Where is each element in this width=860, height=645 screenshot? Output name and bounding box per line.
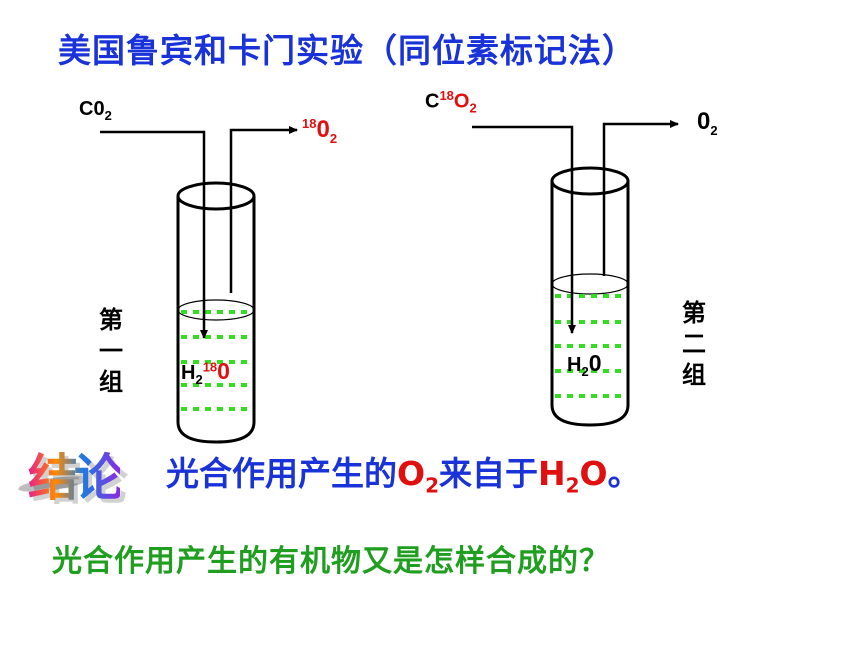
- left-liquid-surface: [177, 299, 255, 321]
- right-outlet-tube: [602, 120, 679, 276]
- right-test-tube: [550, 166, 630, 427]
- right-liquid-surface: [551, 273, 629, 295]
- conclusion-badge: 结论 结论: [17, 438, 162, 511]
- right-water-lines: [555, 294, 625, 398]
- badge-text: 结论: [28, 438, 124, 510]
- right-input-label: C18O2: [425, 88, 477, 116]
- page-title: 美国鲁宾和卡门实验（同位素标记法）: [58, 31, 636, 70]
- left-output-label: 1802: [302, 116, 338, 146]
- badge-shadow: 结论: [32, 442, 128, 514]
- left-input-label: C02: [79, 98, 112, 123]
- left-liquid-label: H2180: [181, 358, 230, 387]
- group-two-label: 第 二 组: [682, 299, 706, 389]
- left-outlet-tube: [229, 126, 298, 293]
- group-one-label: 第 一 组: [99, 306, 123, 396]
- left-inlet-tube: [100, 130, 208, 339]
- follow-up-question: 光合作用产生的有机物又是怎样合成的？: [52, 544, 610, 579]
- conclusion-row: 结论 结论 光合作用产生的O2来自于H2O。: [17, 438, 641, 511]
- right-output-label: 02: [697, 108, 718, 138]
- right-liquid-label: H20: [567, 350, 602, 379]
- conclusion-text: 光合作用产生的O2来自于H2O。: [166, 454, 641, 498]
- right-inlet-tube: [472, 125, 576, 334]
